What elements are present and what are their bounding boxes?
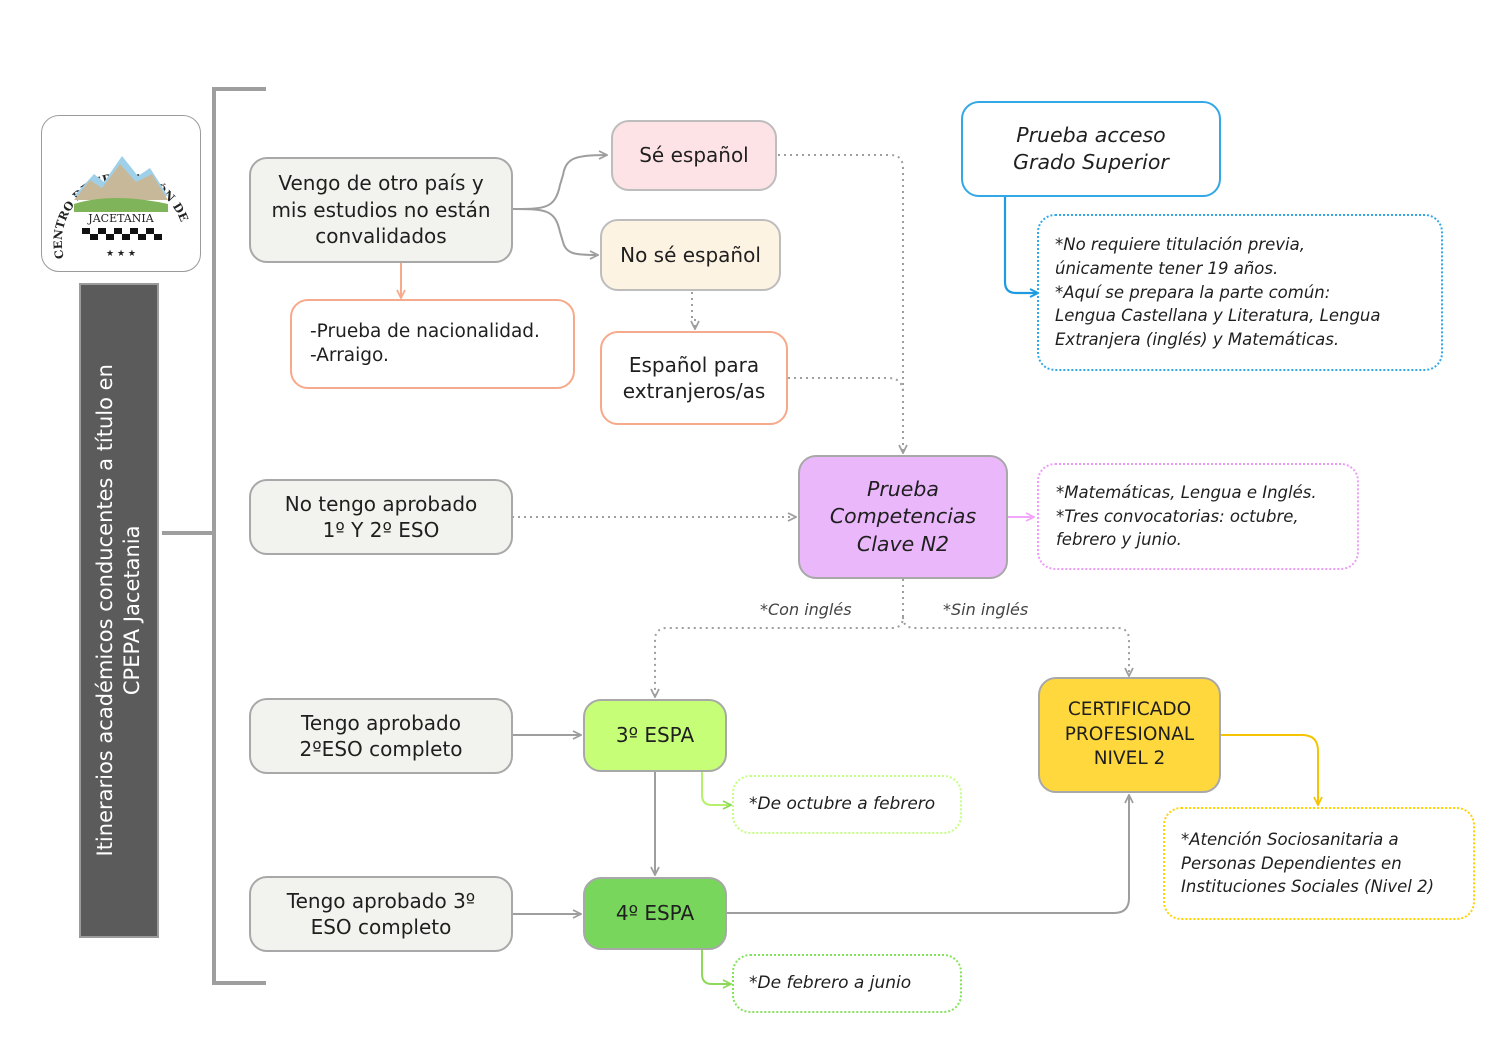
arrow-certificado-to-note: [1221, 734, 1318, 804]
node-nacionalidad: -Prueba de nacionalidad. -Arraigo.: [290, 299, 575, 389]
arrow-espa4-to-note: [701, 950, 730, 984]
arrow-prueba-n2-to-espa3: [655, 579, 904, 696]
note-grado-superior: *No requiere titulación previa, únicamen…: [1037, 214, 1443, 371]
node-aprobado-3eso: Tengo aprobado 3º ESO completo: [249, 876, 513, 952]
node-otro-pais: Vengo de otro país y mis estudios no est…: [249, 157, 513, 263]
title-line-1: Itinerarios académicos conducentes a tít…: [92, 364, 117, 857]
node-grado-superior: Prueba acceso Grado Superior: [961, 101, 1221, 197]
title-line-2: CPEPA Jacetania: [120, 525, 144, 696]
svg-text:JACETANIA: JACETANIA: [87, 212, 154, 225]
label-sin-ingles: *Sin inglés: [943, 600, 1029, 619]
label-con-ingles: *Con inglés: [760, 600, 852, 619]
bracket: [162, 87, 266, 985]
note-prueba-n2: *Matemáticas, Lengua e Inglés. *Tres con…: [1037, 463, 1359, 570]
node-certificado: CERTIFICADO PROFESIONAL NIVEL 2: [1038, 677, 1221, 793]
node-aprobado-2eso: Tengo aprobado 2ºESO completo: [249, 698, 513, 774]
node-espanol-extranjeros: Español para extranjeros/as: [600, 331, 788, 425]
arrow-no-se-to-extranjeros: [692, 292, 695, 328]
logo-emblem: CENTRO DE EDUCACIÓN DE PERSONAS ADULTAS …: [37, 105, 193, 260]
svg-text:★ ★ ★: ★ ★ ★: [106, 249, 136, 259]
arrow-espa4-to-certificado: [727, 796, 1129, 914]
arrow-extranjeros-to-prueba-n2: [788, 377, 904, 394]
note-certificado: *Atención Sociosanitaria a Personas Depe…: [1163, 807, 1475, 920]
arrow-prueba-n2-to-certificado: [902, 616, 1129, 675]
note-espa3: *De octubre a febrero: [732, 775, 962, 834]
arrow-otro-pais-to-se-espanol: [511, 155, 606, 210]
node-se-espanol: Sé español: [611, 120, 777, 191]
node-espa4: 4º ESPA: [583, 877, 727, 950]
node-espa3: 3º ESPA: [583, 699, 727, 772]
arrow-grado-to-note: [1003, 197, 1037, 293]
page-title: Itinerarios académicos conducentes a tít…: [92, 364, 147, 856]
node-no-aprobado: No tengo aprobado 1º Y 2º ESO: [249, 479, 513, 555]
node-prueba-n2: Prueba Competencias Clave N2: [798, 455, 1008, 579]
note-espa4: *De febrero a junio: [732, 954, 962, 1013]
arrow-se-espanol-to-prueba-n2: [778, 154, 903, 452]
node-no-se-espanol: No sé español: [600, 219, 781, 291]
arrow-otro-pais-to-no-se-espanol: [511, 208, 597, 255]
title-bar: Itinerarios académicos conducentes a tít…: [79, 283, 159, 938]
arrow-espa3-to-note: [701, 772, 730, 805]
logo: CENTRO DE EDUCACIÓN DE PERSONAS ADULTAS …: [37, 105, 201, 272]
